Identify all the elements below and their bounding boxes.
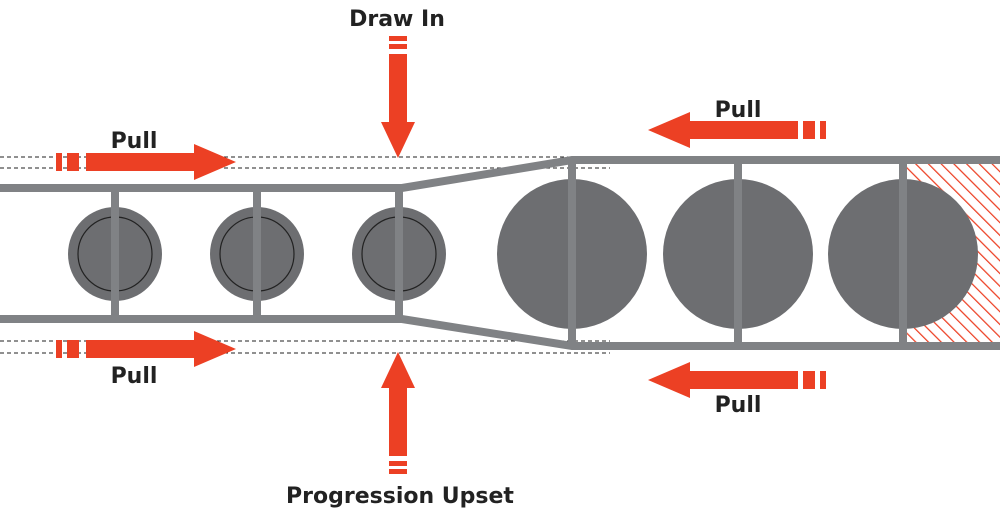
progression-upset-arrow — [381, 352, 415, 474]
pull-arrow-bottom-left — [56, 331, 236, 367]
carrier-strip — [0, 156, 1000, 350]
pull-label-top-right: Pull — [715, 98, 762, 123]
pull-arrow-bottom-right — [648, 362, 826, 398]
pull-arrow-top-right — [648, 112, 826, 148]
pull-arrow-top-left — [56, 144, 236, 180]
bottom-rail — [0, 315, 1000, 350]
pull-label-top-left: Pull — [111, 129, 158, 154]
top-rail — [0, 156, 1000, 192]
pull-label-bottom-right: Pull — [715, 393, 762, 418]
draw-in-label: Draw In — [349, 7, 445, 32]
draw-in-arrow — [381, 36, 415, 158]
pull-label-bottom-left: Pull — [111, 364, 158, 389]
progression-upset-label: Progression Upset — [286, 484, 514, 509]
